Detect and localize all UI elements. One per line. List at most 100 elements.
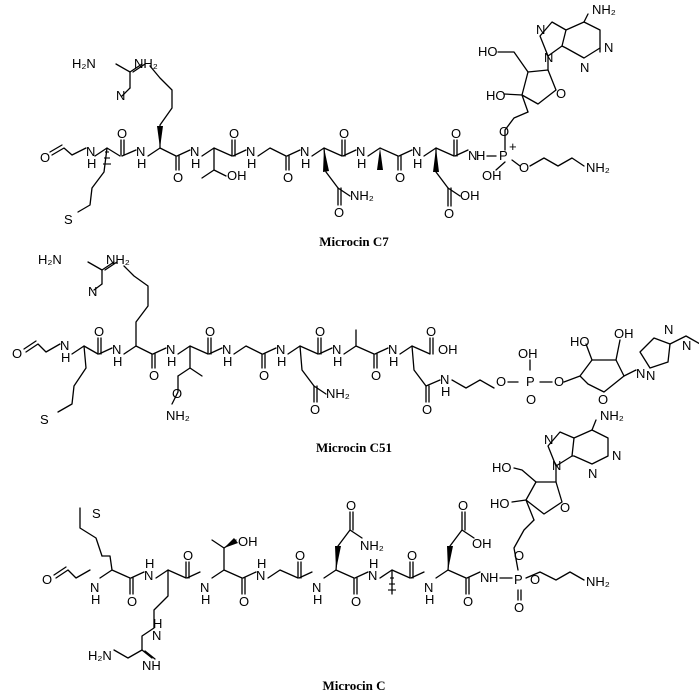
label-o: O (346, 498, 356, 513)
label-o: O (283, 170, 293, 185)
label-p: P (526, 374, 535, 389)
label-h: H (277, 354, 286, 369)
label-n: N (152, 628, 161, 643)
label-n: N (136, 144, 145, 159)
label-n: N (604, 40, 613, 55)
wedge-bond (377, 148, 383, 170)
label-n: N (144, 568, 153, 583)
wedge-bond (157, 126, 163, 148)
label-o: O (463, 594, 473, 609)
label-h: H (301, 156, 310, 171)
label-h: H (441, 384, 450, 399)
label-o: O (444, 206, 454, 221)
label-o: O (422, 402, 432, 417)
label-n: N (664, 322, 673, 337)
label-o: O (172, 386, 182, 401)
label-h: H (425, 592, 434, 607)
label-h: H (223, 354, 232, 369)
label-ho: HO (486, 88, 506, 103)
label-o: O (259, 368, 269, 383)
label-ho: HO (478, 44, 498, 59)
wedge-bond (433, 148, 439, 172)
label-n: N (166, 342, 175, 357)
label-o: O (499, 124, 509, 139)
label-h: H (61, 350, 70, 365)
label-o: O (514, 600, 524, 615)
label-o: O (519, 160, 529, 175)
label-n: N (440, 372, 449, 387)
label-n: N (116, 88, 125, 103)
label-n: N (580, 60, 589, 75)
label-h: H (247, 156, 256, 171)
label-n: N (636, 366, 645, 381)
label-n: N (552, 458, 561, 473)
label-n: N (200, 580, 209, 595)
label-h: H (145, 556, 154, 571)
label-h: H (489, 570, 498, 585)
label-plus: + (509, 139, 517, 154)
label-h: H (91, 592, 100, 607)
label-h: H (369, 556, 378, 571)
label-o: O (334, 205, 344, 220)
label-ho: HO (492, 460, 512, 475)
label-n: N (60, 338, 69, 353)
label-n: N (544, 50, 553, 65)
label-h: H (191, 156, 200, 171)
bonds-microcin-c7 (49, 13, 601, 213)
label-n: N (388, 342, 397, 357)
label-p: P (499, 148, 508, 163)
label-h: H (137, 156, 146, 171)
label-h: H (313, 592, 322, 607)
label-n: N (276, 342, 285, 357)
label-n: N (300, 144, 309, 159)
label-o: O (315, 324, 325, 339)
caption-microcin-c7: Microcin C7 (319, 234, 389, 249)
label-n: N (424, 580, 433, 595)
label-o: O (149, 368, 159, 383)
label-n: N (544, 432, 553, 447)
wedge-bond (224, 538, 238, 548)
label-h: H (476, 148, 485, 163)
label-nh2: NH₂ (134, 56, 158, 71)
label-o: O (395, 170, 405, 185)
label-o: O (339, 126, 349, 141)
label-oh: OH (460, 188, 480, 203)
label-n: N (246, 144, 255, 159)
label-h: H (333, 354, 342, 369)
label-o: O (554, 374, 564, 389)
label-n: N (190, 144, 199, 159)
wedge-bond (323, 148, 329, 172)
label-h: H (257, 556, 266, 571)
label-o: O (496, 374, 506, 389)
label-h: H (201, 592, 210, 607)
label-oh: OH (238, 534, 258, 549)
label-ho: HO (490, 496, 510, 511)
label-h: H (167, 354, 176, 369)
label-n: N (356, 144, 365, 159)
label-nh2: NH₂ (360, 538, 384, 553)
wedge-bond (335, 546, 341, 570)
label-o: O (127, 594, 137, 609)
label-n: N (536, 22, 545, 37)
label-oh: OH (438, 342, 458, 357)
label-n: N (332, 342, 341, 357)
structure-microcin-c7: H₂N NH₂ N O N H O N H O N H O OH N H O N… (40, 2, 616, 249)
label-nh2: NH₂ (592, 2, 616, 17)
label-h2n: H₂N (72, 56, 96, 71)
label-n: N (88, 284, 97, 299)
label-o: O (371, 368, 381, 383)
label-n: N (256, 568, 265, 583)
label-nh2: NH₂ (166, 408, 190, 423)
label-nh2: NH₂ (350, 188, 374, 203)
label-n: N (588, 466, 597, 481)
label-o: O (407, 548, 417, 563)
atom-labels-microcin-c7: H₂N NH₂ N O N H O N H O N H O OH N H O N… (40, 2, 616, 227)
label-s: S (40, 412, 49, 427)
label-n: N (112, 342, 121, 357)
label-o: O (239, 594, 249, 609)
structure-microcin-c: S O N H O N H O N H O OH N H O N H O O N… (42, 408, 624, 693)
label-o: O (530, 572, 540, 587)
structure-microcin-c51: H₂N NH₂ N O N H O N H O N H O O NH₂ N H … (12, 252, 699, 455)
atom-labels-microcin-c: S O N H O N H O N H O OH N H O N H O O N… (42, 408, 624, 673)
